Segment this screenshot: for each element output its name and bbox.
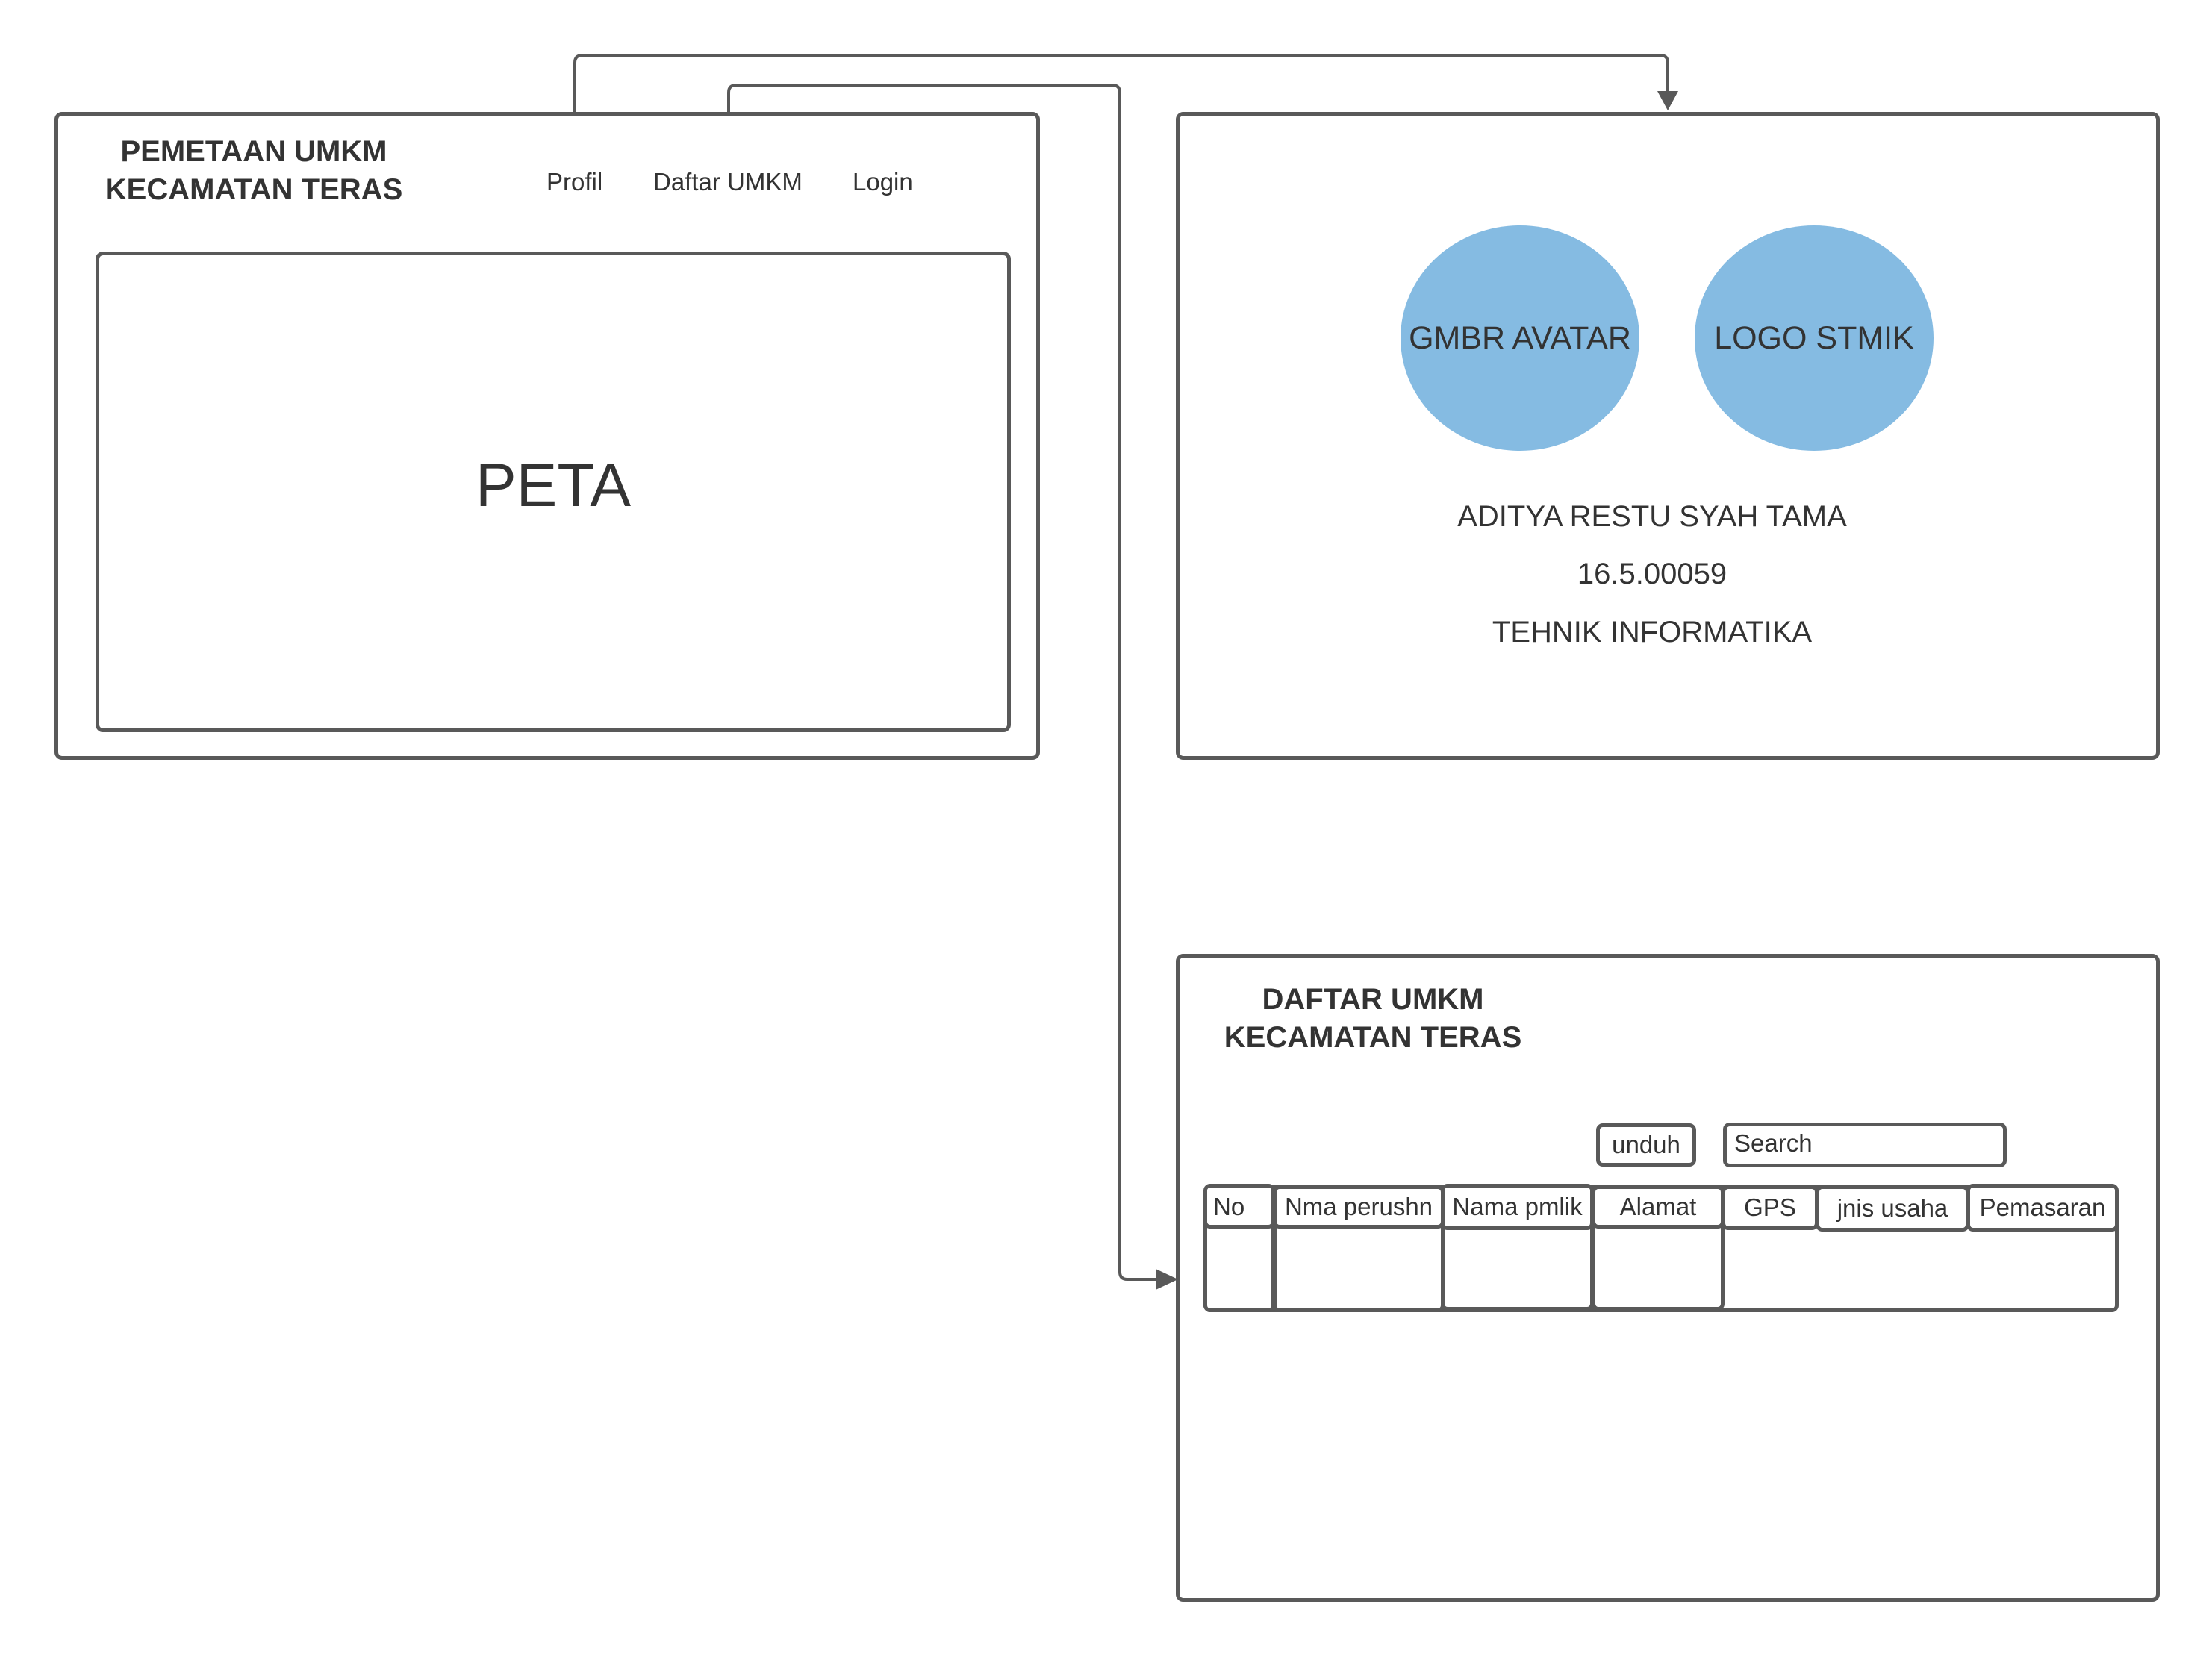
table-header-jenis-usaha[interactable]: jnis usaha — [1816, 1185, 1969, 1232]
table-header-pemasaran[interactable]: Pemasaran — [1966, 1184, 2119, 1232]
profile-major: TEHNIK INFORMATIKA — [1492, 616, 1813, 649]
search-placeholder: Search — [1734, 1129, 1813, 1157]
list-title: DAFTAR UMKM KECAMATAN TERAS — [1205, 981, 1541, 1057]
profile-page-frame — [1176, 112, 2160, 760]
home-title-line2: KECAMATAN TERAS — [105, 173, 403, 206]
map-label: PETA — [475, 452, 632, 519]
daftar-arrowhead — [1156, 1269, 1178, 1290]
list-title-line2: KECAMATAN TERAS — [1224, 1021, 1522, 1054]
profile-name: ADITYA RESTU SYAH TAMA — [1457, 500, 1847, 533]
table-header-nama-perusahaan[interactable]: Nma perushn — [1273, 1185, 1445, 1229]
table-header-nama-pemilik[interactable]: Nama pmlik — [1441, 1184, 1594, 1230]
avatar-label: GMBR AVATAR — [1409, 319, 1631, 356]
download-button[interactable]: unduh — [1596, 1123, 1696, 1167]
logo-label: LOGO STMIK — [1714, 319, 1914, 356]
avatar: GMBR AVATAR — [1401, 225, 1639, 451]
daftar-to-list-arrow — [727, 84, 1160, 1281]
profile-student-id: 16.5.00059 — [1577, 558, 1727, 590]
map-area[interactable]: PETA — [96, 252, 1011, 732]
list-title-line1: DAFTAR UMKM — [1262, 983, 1484, 1016]
table-header-alamat[interactable]: Alamat — [1592, 1185, 1725, 1229]
home-title: PEMETAAN UMKM KECAMATAN TERAS — [82, 133, 426, 209]
nav-login[interactable]: Login — [853, 168, 913, 196]
table-header-no[interactable]: No — [1203, 1184, 1275, 1229]
table-header-gps[interactable]: GPS — [1722, 1185, 1819, 1230]
nav-profil[interactable]: Profil — [546, 168, 603, 196]
nav-daftar-umkm[interactable]: Daftar UMKM — [653, 168, 803, 196]
logo-stmik: LOGO STMIK — [1695, 225, 1934, 451]
search-input[interactable]: Search — [1723, 1123, 2007, 1167]
profil-arrowhead — [1657, 91, 1678, 110]
home-title-line1: PEMETAAN UMKM — [120, 135, 387, 168]
profil-to-profile-arrow — [573, 54, 1669, 142]
